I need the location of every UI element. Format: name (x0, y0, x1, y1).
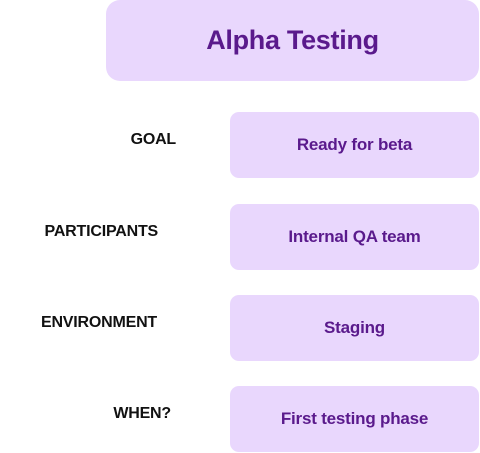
value-text-goal: Ready for beta (296, 135, 413, 154)
row-label-environment: ENVIRONMENT (40, 314, 157, 331)
row-label-when: WHEN? (113, 405, 171, 422)
value-box-when: First testing phase (230, 386, 479, 452)
value-box-participants: Internal QA team (230, 204, 479, 270)
row-label-goal: GOAL (130, 131, 177, 148)
value-box-goal: Ready for beta (230, 112, 479, 178)
value-text-environment: Staging (324, 318, 385, 337)
diagram-title: Alpha Testing (206, 25, 379, 55)
value-text-when: First testing phase (280, 409, 429, 428)
row-label-participants: PARTICIPANTS (44, 223, 159, 240)
value-text-participants: Internal QA team (288, 227, 421, 246)
title-box: Alpha Testing (106, 0, 479, 81)
value-box-environment: Staging (230, 295, 479, 361)
